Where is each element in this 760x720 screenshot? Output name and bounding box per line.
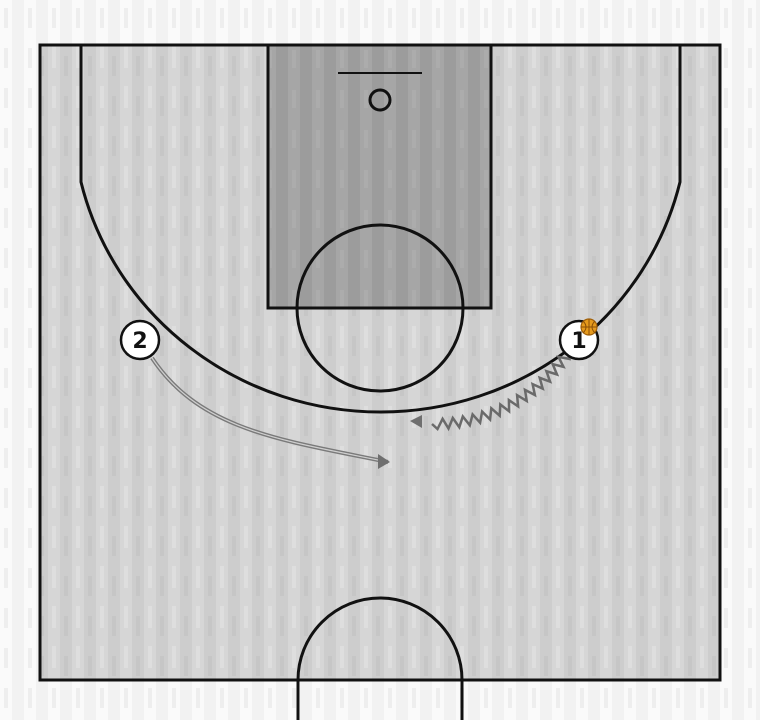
player-circle: [119, 319, 161, 361]
rim: [368, 88, 392, 112]
player-2-label: 2: [132, 329, 147, 354]
basketball-icon: [580, 318, 598, 336]
paint-key: [266, 43, 493, 310]
cut-path-player-2-highlight: [151, 357, 389, 463]
center-circle-sides: [296, 680, 464, 720]
arrow-head-icon: [378, 454, 390, 469]
arrow-head-icon: [410, 415, 422, 428]
player-2-marker[interactable]: 2: [119, 319, 161, 361]
three-point-line: [79, 45, 682, 414]
free-throw-circle: [295, 223, 465, 393]
dribble-path-player-1: [431, 351, 571, 432]
player-1-label: 1: [571, 329, 586, 354]
center-circle-top: [296, 596, 464, 681]
